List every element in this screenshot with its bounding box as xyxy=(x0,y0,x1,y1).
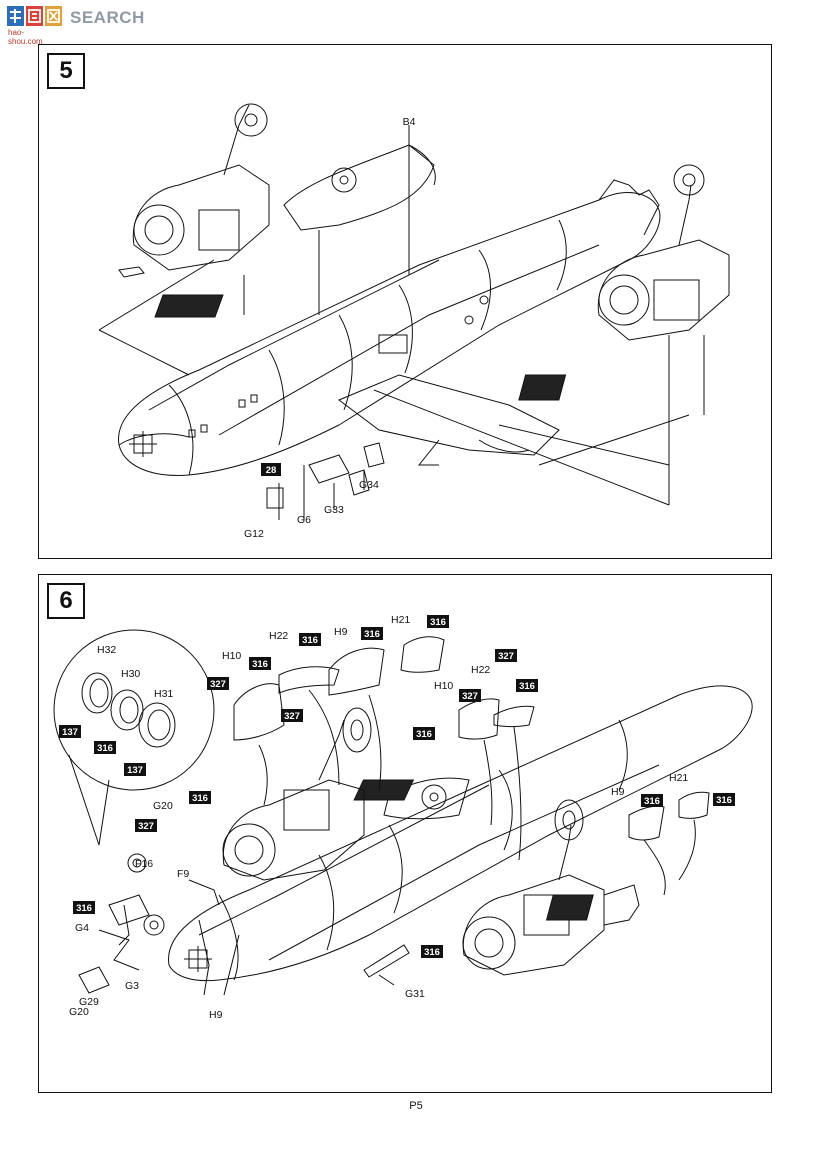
page-number: P5 xyxy=(409,1100,423,1112)
pe-badge-label: 28 xyxy=(266,465,277,476)
pe-badge: 28 xyxy=(261,463,281,476)
pe-badge: 327 xyxy=(207,677,229,690)
svg-text:316: 316 xyxy=(192,793,208,804)
pe-badge: 316 xyxy=(249,657,271,670)
svg-text:316: 316 xyxy=(644,796,660,807)
svg-text:316: 316 xyxy=(430,617,446,628)
svg-text:316: 316 xyxy=(519,681,535,692)
step-5-panel: 5 xyxy=(38,44,772,559)
pe-badge: 137 xyxy=(124,763,146,776)
label-G6: G6 xyxy=(297,514,311,526)
label-H9: H9 xyxy=(611,786,625,798)
svg-text:316: 316 xyxy=(364,629,380,640)
svg-text:316: 316 xyxy=(424,947,440,958)
svg-text:327: 327 xyxy=(138,821,154,832)
pe-badge: 327 xyxy=(135,819,157,832)
label-B4: B4 xyxy=(403,116,416,128)
label-F16: F16 xyxy=(135,858,153,870)
label-G31: G31 xyxy=(405,988,425,1000)
label-G20: G20 xyxy=(69,1006,89,1018)
step-number: 5 xyxy=(47,53,85,89)
step-number: 6 xyxy=(47,583,85,619)
svg-text:327: 327 xyxy=(284,711,300,722)
label-H21: H21 xyxy=(391,614,410,626)
svg-text:316: 316 xyxy=(302,635,318,646)
pe-badge: 316 xyxy=(516,679,538,692)
pe-badge: 327 xyxy=(281,709,303,722)
watermark-url: hao-shou.com xyxy=(8,28,43,46)
pe-badge: 316 xyxy=(73,901,95,914)
svg-text:316: 316 xyxy=(416,729,432,740)
pe-badge: 316 xyxy=(413,727,435,740)
step-6-drawing: H32 H30 H31 H22 H10 H9 H21 G20 F16 F9 G4… xyxy=(53,614,753,1021)
label-G20: G20 xyxy=(153,800,173,812)
pe-badge: 316 xyxy=(427,615,449,628)
svg-text:137: 137 xyxy=(127,765,143,776)
label-H30: H30 xyxy=(121,668,140,680)
label-H32: H32 xyxy=(97,644,116,656)
pe-badge: 316 xyxy=(94,741,116,754)
pe-badge: 316 xyxy=(299,633,321,646)
label-H31: H31 xyxy=(154,688,173,700)
label-H10: H10 xyxy=(222,650,241,662)
label-H9: H9 xyxy=(209,1009,223,1021)
svg-text:316: 316 xyxy=(76,903,92,914)
svg-text:137: 137 xyxy=(62,727,78,738)
svg-text:327: 327 xyxy=(498,651,514,662)
watermark-logo-icon xyxy=(7,6,62,26)
pe-badge: 316 xyxy=(421,945,443,958)
pe-badge: 327 xyxy=(495,649,517,662)
svg-text:316: 316 xyxy=(716,795,732,806)
pe-badge: 316 xyxy=(189,791,211,804)
label-G3: G3 xyxy=(125,980,139,992)
label-G4: G4 xyxy=(75,922,89,934)
watermark-text: SEARCH xyxy=(70,8,145,27)
label-G34: G34 xyxy=(359,479,379,491)
label-H9: H9 xyxy=(334,626,348,638)
pe-badge: 137 xyxy=(59,725,81,738)
svg-text:316: 316 xyxy=(252,659,268,670)
label-G29: G29 xyxy=(79,996,99,1008)
pe-badge: 316 xyxy=(713,793,735,806)
pe-badge: 327 xyxy=(459,689,481,702)
svg-text:316: 316 xyxy=(97,743,113,754)
label-H22: H22 xyxy=(269,630,288,642)
label-G33: G33 xyxy=(324,504,344,516)
step-5-drawing: B4 G34 G33 G6 G12 28 xyxy=(98,103,730,540)
svg-text:327: 327 xyxy=(462,691,478,702)
label-H22: H22 xyxy=(471,664,490,676)
step-6-panel: 6 xyxy=(38,574,772,1093)
pe-badge: 316 xyxy=(641,794,663,807)
pe-badge: 316 xyxy=(361,627,383,640)
label-H21: H21 xyxy=(669,772,688,784)
svg-text:327: 327 xyxy=(210,679,226,690)
label-F9: F9 xyxy=(177,868,189,880)
label-G12: G12 xyxy=(244,528,264,540)
label-H10: H10 xyxy=(434,680,453,692)
